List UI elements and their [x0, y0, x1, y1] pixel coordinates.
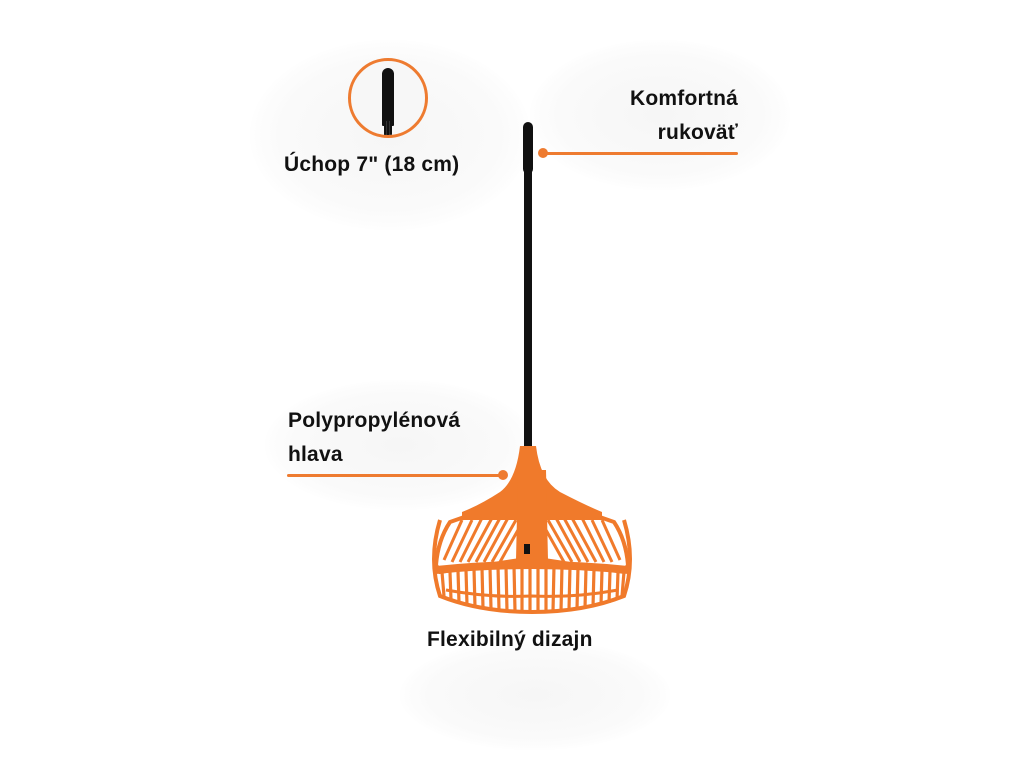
- handle-label-line1: Komfortná: [630, 87, 738, 110]
- grip-closeup-icon: [348, 58, 428, 138]
- background-glow: [400, 640, 670, 750]
- background-glow: [530, 40, 790, 190]
- handle-label-line2: rukoväť: [657, 121, 738, 144]
- grip-icon: [382, 68, 394, 126]
- grip-label: Úchop 7" (18 cm): [284, 153, 460, 176]
- head-callout-dot: [498, 470, 508, 480]
- head-label-line1: Polypropylénová: [288, 409, 461, 432]
- rake-tines: [440, 565, 626, 612]
- design-label: Flexibilný dizajn: [427, 628, 593, 651]
- mount-hole: [524, 544, 530, 554]
- handle-shaft: [524, 150, 532, 450]
- shaft-icon: [384, 121, 392, 135]
- handle-callout-line: [543, 152, 738, 155]
- head-label-line2: hlava: [288, 443, 343, 466]
- diagonal-slats-right: [544, 517, 622, 563]
- background-glow: [265, 380, 535, 510]
- head-callout-line: [287, 474, 503, 477]
- diagonal-slats-left: [442, 517, 520, 563]
- handle-grip: [523, 122, 533, 174]
